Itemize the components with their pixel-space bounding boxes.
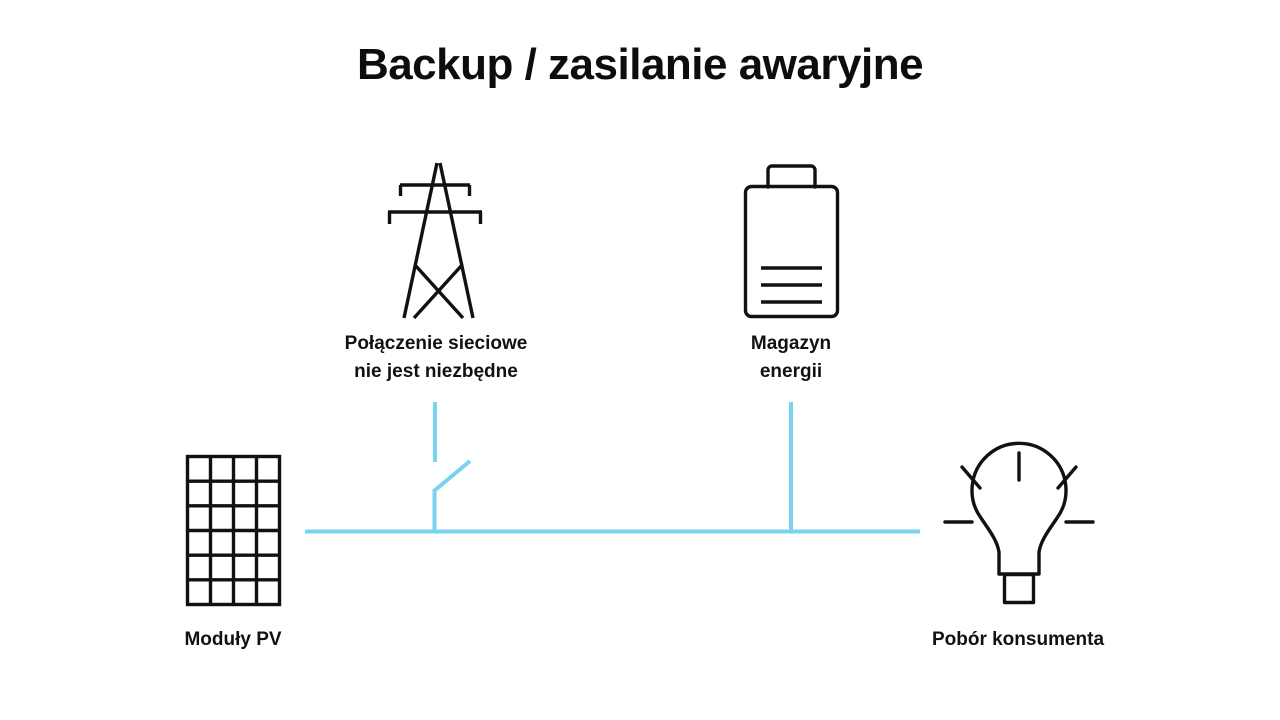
power-pylon-icon	[387, 162, 483, 320]
node-label-grid: Połączenie sieciowe nie jest niezbędne	[344, 333, 528, 382]
node-label-load: Pobór konsumenta	[931, 629, 1105, 650]
solar-panel-icon	[185, 454, 282, 607]
lightbulb-icon	[943, 441, 1095, 605]
page-title: Backup / zasilanie awaryjne	[356, 40, 924, 89]
battery-icon	[743, 164, 840, 319]
node-label-battery: Magazyn energii	[750, 333, 832, 382]
node-label-pv: Moduły PV	[184, 629, 282, 650]
connection-grid-drop	[432, 402, 472, 533]
